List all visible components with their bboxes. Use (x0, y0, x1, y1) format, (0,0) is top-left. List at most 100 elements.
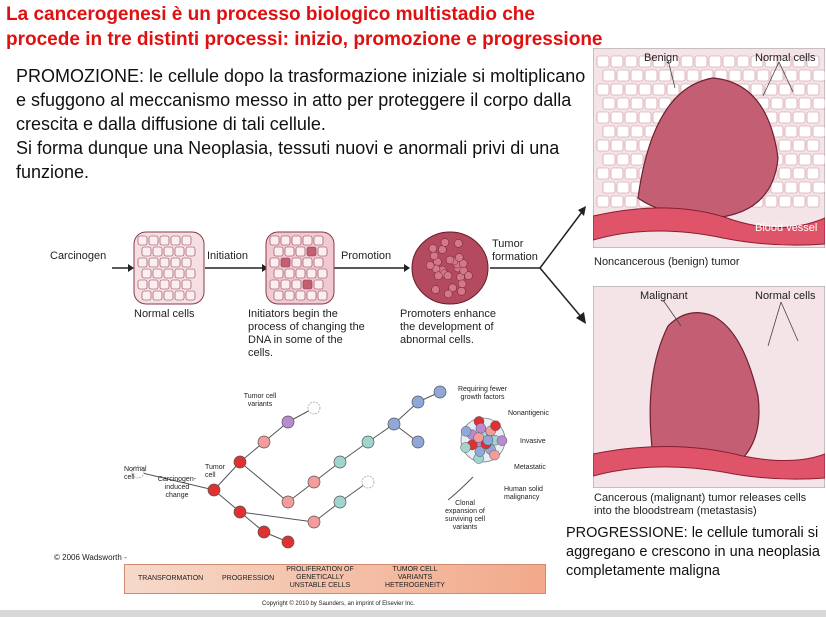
tumor-cell-node (307, 515, 321, 529)
cell (798, 97, 812, 110)
bar-proliferation: PROLIFERATION OF GENETICALLY UNSTABLE CE… (286, 566, 354, 589)
cell (812, 125, 825, 138)
cell (170, 279, 181, 290)
cell (313, 235, 324, 246)
cell (694, 55, 708, 68)
cell (806, 111, 820, 124)
cell (784, 125, 798, 138)
cell (137, 279, 148, 290)
cell (291, 257, 302, 268)
cell (148, 279, 159, 290)
cell (280, 235, 291, 246)
arrow-to-malignant (539, 267, 583, 319)
cell (806, 139, 820, 152)
cell (457, 279, 467, 289)
cell (596, 111, 610, 124)
cell (596, 167, 610, 180)
malignant-tumor-panel (593, 286, 825, 488)
cell (448, 283, 457, 293)
cell (163, 290, 174, 301)
malignant-caption: Cancerous (malignant) tumor releases cel… (594, 492, 807, 517)
cell (163, 268, 174, 279)
cell (630, 125, 644, 138)
cell (792, 55, 806, 68)
cell (317, 246, 328, 257)
cell (778, 83, 792, 96)
tumor-cell-node (233, 455, 247, 469)
cell (764, 83, 778, 96)
cell (431, 285, 440, 294)
cell (170, 235, 181, 246)
cell (624, 111, 638, 124)
blood-vessel (593, 207, 825, 246)
cell (728, 69, 742, 82)
cell (638, 83, 652, 96)
label-blood-vessel: Blood vessel (755, 222, 818, 234)
cell (616, 153, 630, 166)
cell (185, 246, 196, 257)
cell (459, 259, 468, 268)
cell (174, 290, 185, 301)
cell (602, 69, 616, 82)
label-tumor-formation: Tumor formation (492, 238, 538, 263)
cell (602, 97, 616, 110)
tumor-cell-node (387, 417, 401, 431)
tumor-cell-node (333, 455, 347, 469)
cell (596, 83, 610, 96)
benign-caption: Noncancerous (benign) tumor (594, 256, 740, 268)
cell (181, 257, 192, 268)
pathway-diagram (112, 206, 586, 324)
cell (764, 55, 778, 68)
clonal-evolution-diagram (131, 385, 508, 549)
cell (159, 257, 170, 268)
label-carcinogen: Carcinogen (50, 250, 107, 262)
cell (291, 279, 302, 290)
cell (806, 195, 820, 208)
cell (812, 153, 825, 166)
tumor-cell-node (207, 483, 221, 497)
label-metastatic: Metastatic (514, 464, 546, 471)
bar-heterogeneity: TUMOR CELL VARIANTS HETEROGENEITY (385, 566, 445, 589)
cell (159, 279, 170, 290)
cell (778, 111, 792, 124)
cell (137, 257, 148, 268)
cell (174, 246, 185, 257)
blood-vessel-malignant (593, 445, 825, 480)
cell (181, 235, 192, 246)
tumor-cell-node (257, 435, 271, 449)
cell (141, 290, 152, 301)
benign-tumor-panel (593, 48, 825, 248)
bar-progression: PROGRESSION (222, 575, 275, 582)
cell (317, 268, 328, 279)
initiators-caption: Initiators begin the process of changing… (248, 308, 365, 359)
cell (792, 111, 806, 124)
cell (152, 290, 163, 301)
cell (644, 97, 658, 110)
cell (610, 111, 624, 124)
tumor-cell-node (281, 415, 295, 429)
label-tumor-cell: Tumor cell (205, 464, 225, 479)
cell (812, 69, 825, 82)
cell (624, 55, 638, 68)
cell (616, 181, 630, 194)
tumor-cell-node (411, 395, 425, 409)
cell (806, 167, 820, 180)
cell (812, 181, 825, 194)
tumor-cell-node (411, 435, 425, 449)
cell (778, 167, 792, 180)
cell (778, 195, 792, 208)
cell (295, 268, 306, 279)
label-requiring-fewer: Requiring fewer growth factors (457, 386, 508, 401)
tumor-cell-node (233, 505, 247, 519)
cell (302, 257, 313, 268)
cell (444, 289, 453, 299)
slide-title: La cancerogenesi è un processo biologico… (6, 4, 603, 50)
cell (174, 268, 185, 279)
cell (443, 271, 453, 280)
cell (141, 246, 152, 257)
cell (778, 139, 792, 152)
cell (284, 246, 295, 257)
cell (273, 268, 284, 279)
cell (313, 257, 324, 268)
cell (185, 268, 196, 279)
